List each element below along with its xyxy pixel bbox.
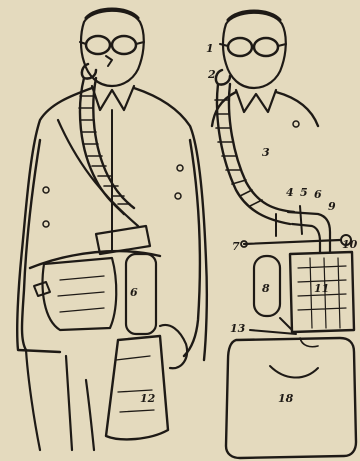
right-label-5: 5: [300, 186, 308, 199]
right-label-4: 4: [286, 186, 294, 199]
right-label-10: 10: [342, 238, 358, 251]
right-label-7: 7: [232, 240, 240, 253]
right-label-8: 8: [262, 282, 270, 295]
right-label-1: 1: [206, 42, 214, 55]
right-label-9: 9: [328, 200, 336, 213]
right-label-11: 11: [314, 282, 329, 295]
right-label-18: 18: [278, 392, 294, 405]
right-label-3: 3: [262, 146, 270, 159]
right-label-6: 6: [314, 188, 322, 201]
left-label-bag: 6: [130, 286, 138, 299]
left-label-canister: 12: [140, 392, 156, 405]
right-label-13: 13: [230, 322, 246, 335]
right-label-2: 2: [207, 68, 216, 81]
